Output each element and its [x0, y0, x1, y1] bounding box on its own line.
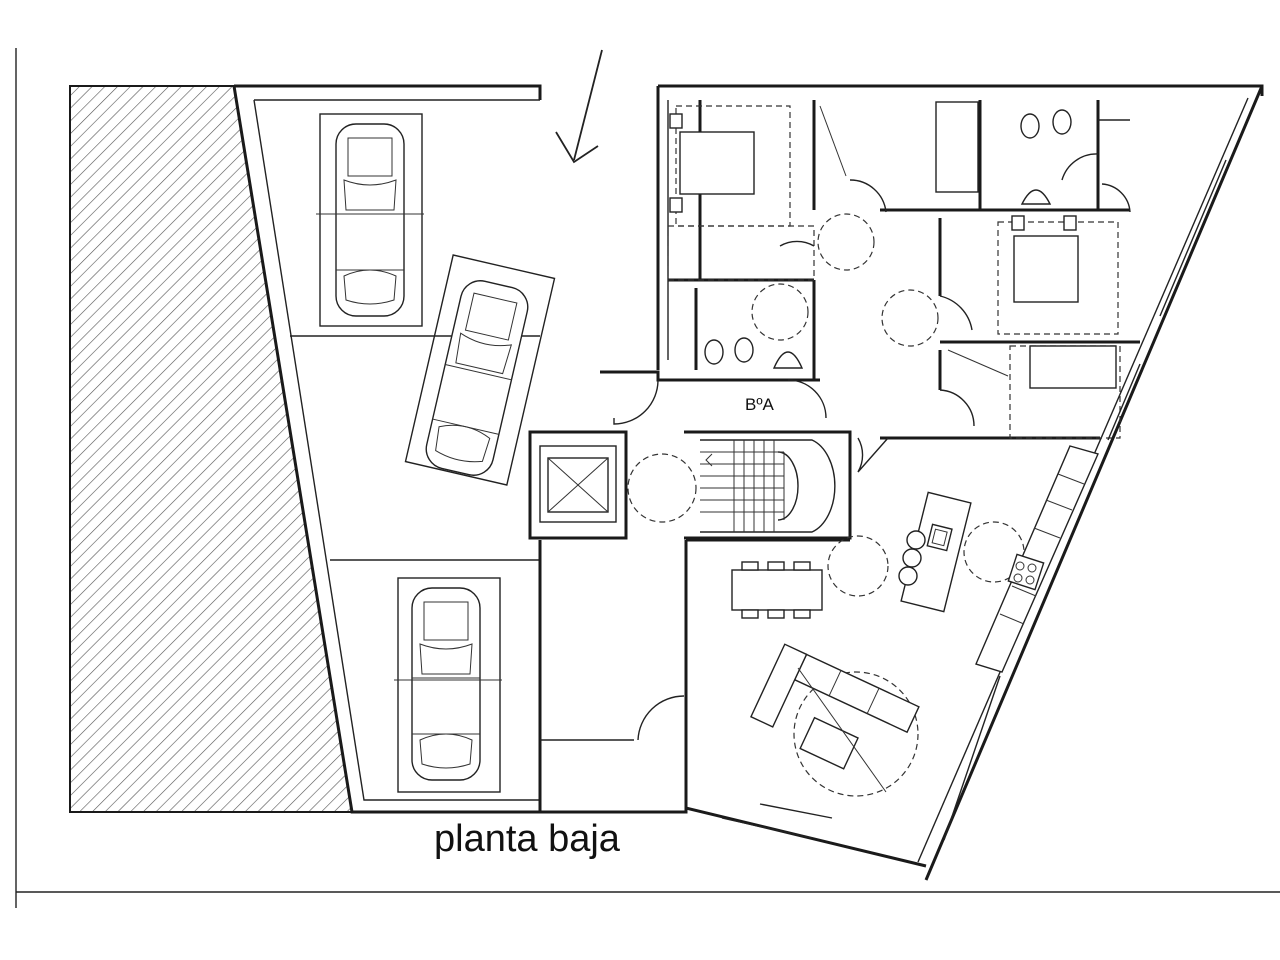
- windows: [721, 159, 1227, 841]
- car-icon: [335, 123, 405, 317]
- bedroom-2: [997, 215, 1119, 335]
- bathroom-1: [704, 337, 804, 369]
- laundry: [819, 101, 979, 193]
- hatched-boundary: [69, 85, 354, 813]
- interior-walls: [600, 86, 1140, 440]
- turning-circles: [627, 213, 1025, 797]
- room-label: BºA: [745, 395, 774, 414]
- hall-walls: [538, 538, 850, 812]
- kitchen-counter: [975, 445, 1099, 673]
- garage: [290, 113, 556, 793]
- sofa: [750, 643, 920, 770]
- bar-stools: [898, 530, 926, 586]
- entry-arrow-icon: [555, 49, 603, 164]
- staircase: [684, 430, 852, 540]
- sheet-frame: [15, 48, 1280, 908]
- dining-table: [731, 561, 823, 619]
- kitchen-island: [900, 491, 972, 613]
- bedroom-3: [947, 345, 1121, 439]
- car-icon: [411, 587, 481, 781]
- elevator: [528, 430, 628, 540]
- plan-title: planta baja: [434, 818, 620, 860]
- bedroom-1: [667, 105, 815, 281]
- doors: [613, 153, 1131, 741]
- bathroom-2: [1020, 109, 1072, 205]
